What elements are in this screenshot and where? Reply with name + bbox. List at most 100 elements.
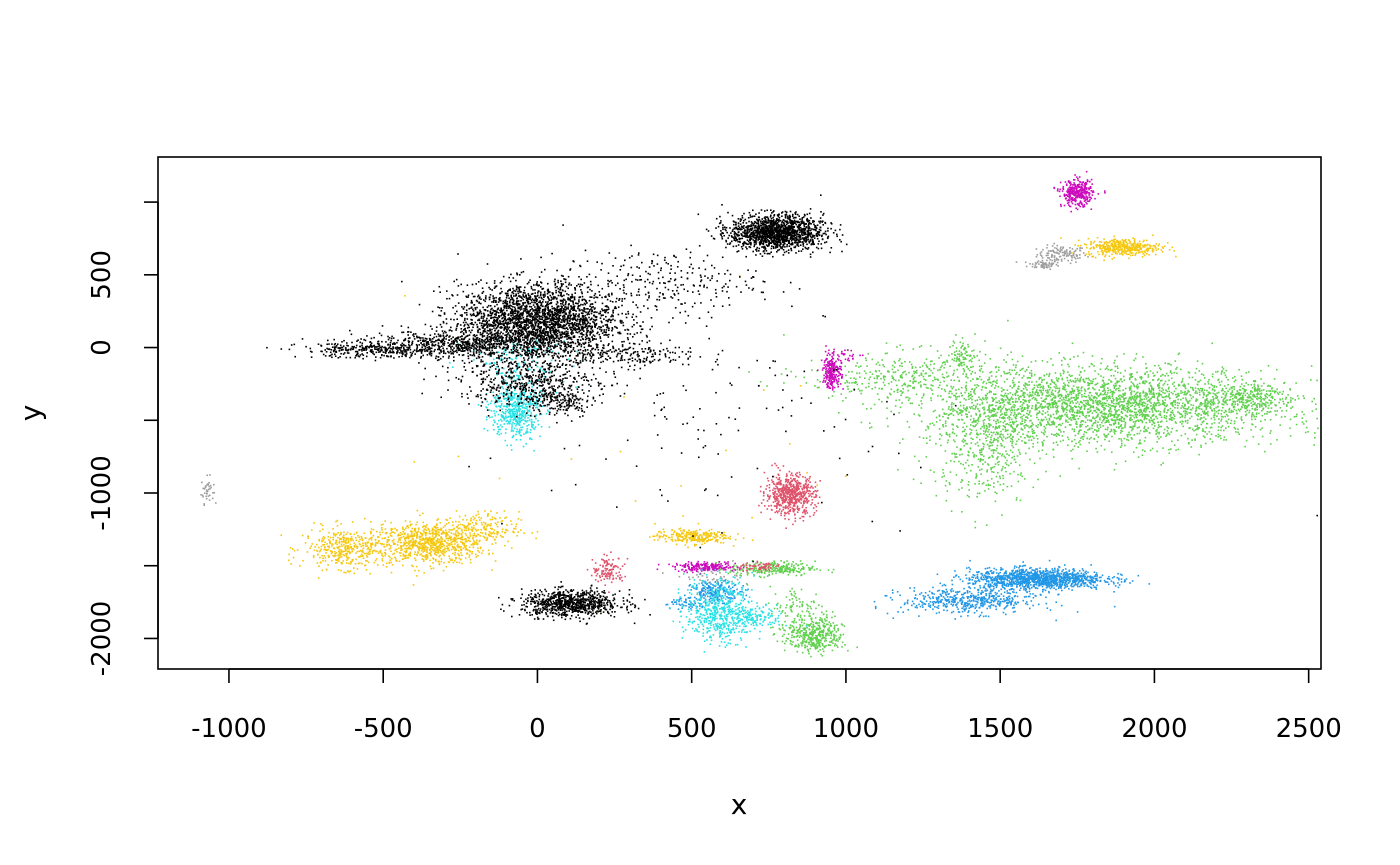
data-point bbox=[1113, 405, 1116, 408]
data-point bbox=[505, 529, 508, 531]
data-point bbox=[1064, 407, 1067, 410]
data-point bbox=[367, 546, 370, 549]
data-point bbox=[1111, 419, 1113, 421]
data-point bbox=[1119, 240, 1122, 243]
data-point bbox=[466, 519, 468, 521]
data-point bbox=[1158, 392, 1161, 395]
data-point bbox=[311, 543, 314, 545]
data-point bbox=[1104, 435, 1107, 438]
data-point bbox=[1113, 402, 1115, 405]
data-point bbox=[1030, 395, 1033, 397]
data-point bbox=[1221, 403, 1223, 405]
data-point bbox=[1096, 430, 1098, 433]
data-point bbox=[1028, 384, 1031, 386]
data-point bbox=[343, 543, 345, 546]
data-point bbox=[1022, 398, 1024, 401]
data-point bbox=[1182, 410, 1185, 413]
data-point bbox=[1041, 266, 1044, 269]
data-point bbox=[1108, 255, 1111, 257]
data-point bbox=[1086, 403, 1088, 406]
data-point bbox=[678, 575, 681, 578]
data-point bbox=[1075, 442, 1077, 445]
data-point bbox=[962, 409, 964, 412]
data-point bbox=[380, 549, 382, 552]
data-point bbox=[719, 536, 721, 539]
data-point bbox=[961, 430, 964, 433]
data-point bbox=[845, 475, 847, 478]
data-point bbox=[1261, 414, 1264, 417]
data-point bbox=[485, 527, 487, 530]
data-point bbox=[960, 392, 962, 394]
data-point bbox=[365, 545, 367, 547]
data-point bbox=[1079, 249, 1081, 252]
data-point bbox=[1170, 418, 1173, 421]
data-point bbox=[716, 535, 719, 538]
data-point bbox=[1063, 408, 1065, 411]
data-point bbox=[1059, 251, 1062, 253]
data-point bbox=[1042, 385, 1045, 388]
data-point bbox=[329, 540, 331, 543]
data-point bbox=[1217, 370, 1219, 373]
data-point bbox=[355, 552, 357, 554]
data-point bbox=[461, 543, 464, 545]
data-point bbox=[1117, 423, 1120, 425]
data-point bbox=[470, 517, 472, 520]
data-point bbox=[1092, 416, 1094, 418]
data-point bbox=[1012, 405, 1014, 408]
data-point bbox=[1082, 351, 1085, 354]
data-point bbox=[1072, 402, 1074, 404]
data-point bbox=[1008, 401, 1011, 403]
data-point bbox=[1207, 394, 1209, 396]
data-point bbox=[1106, 249, 1109, 251]
data-point bbox=[964, 391, 966, 394]
data-point bbox=[1082, 438, 1084, 440]
data-point bbox=[472, 515, 474, 518]
data-point bbox=[460, 551, 462, 554]
data-point bbox=[400, 537, 402, 539]
data-point bbox=[1167, 362, 1169, 365]
data-point bbox=[357, 534, 359, 537]
data-point bbox=[469, 523, 471, 525]
data-point bbox=[671, 538, 673, 541]
data-point bbox=[1129, 242, 1131, 244]
data-point bbox=[1240, 418, 1243, 420]
data-point bbox=[1126, 435, 1129, 438]
data-point bbox=[435, 547, 438, 550]
data-point bbox=[1117, 240, 1120, 243]
data-point bbox=[1156, 450, 1158, 453]
data-point bbox=[1120, 410, 1123, 413]
data-point bbox=[356, 545, 359, 548]
data-point bbox=[1165, 434, 1168, 436]
data-point bbox=[320, 523, 322, 525]
data-point bbox=[499, 534, 502, 537]
data-point bbox=[206, 474, 208, 477]
data-point bbox=[1120, 242, 1122, 244]
data-point bbox=[436, 526, 439, 529]
data-point bbox=[1066, 414, 1068, 416]
data-point bbox=[1127, 406, 1130, 409]
data-point bbox=[1131, 395, 1134, 398]
data-point bbox=[1099, 418, 1101, 421]
data-point bbox=[485, 539, 487, 541]
data-point bbox=[1011, 379, 1014, 382]
data-point bbox=[1000, 394, 1002, 396]
data-point bbox=[450, 532, 453, 534]
data-point bbox=[453, 539, 456, 542]
data-point bbox=[322, 557, 324, 560]
data-point bbox=[1151, 420, 1154, 423]
data-point bbox=[1048, 372, 1051, 375]
data-point bbox=[1103, 407, 1106, 409]
data-point bbox=[367, 553, 369, 555]
data-point bbox=[729, 535, 731, 538]
data-point bbox=[392, 531, 395, 533]
data-point bbox=[999, 405, 1002, 407]
data-point bbox=[1073, 405, 1076, 407]
data-point bbox=[912, 382, 914, 384]
data-point bbox=[344, 541, 346, 543]
data-point bbox=[701, 543, 703, 546]
data-point bbox=[1180, 398, 1182, 401]
data-point bbox=[410, 539, 412, 542]
data-point bbox=[1150, 416, 1152, 419]
data-point bbox=[1314, 437, 1316, 439]
data-point bbox=[1126, 434, 1128, 436]
